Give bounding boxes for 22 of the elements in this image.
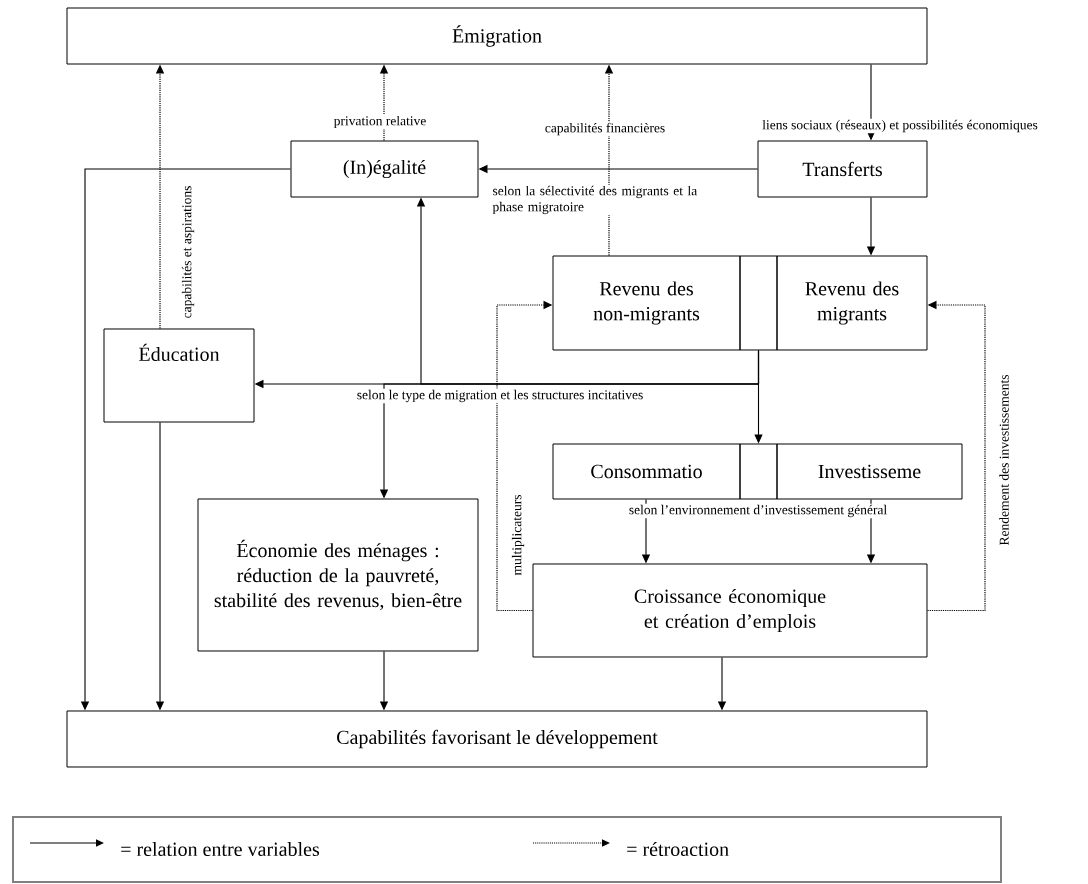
process-box: Revenu des non-migrants — [552, 255, 741, 351]
legend-text: = relation entre variables — [121, 841, 320, 856]
process-box: Revenu des migrants — [776, 255, 928, 351]
edge-label: multiplicateurs — [511, 494, 525, 576]
edge-label: capabilités financières — [545, 122, 665, 136]
legend-text: = rétroaction — [627, 841, 729, 857]
edge-label: Rendement des investissements — [999, 375, 1009, 546]
process-box: Consommatio — [552, 443, 741, 500]
process-box: Capabilités favorisant le développement — [66, 710, 928, 768]
process-box: (In)égalité — [290, 140, 479, 198]
edge-label: selon l’environnement d’investissement général — [629, 504, 887, 518]
edge-label: selon le type de migration et les structures incitatives — [357, 389, 643, 403]
edge-label: liens sociaux (réseaux) et possibilités économiques — [762, 119, 1038, 133]
edge-label: capabilités et aspirations — [181, 186, 195, 318]
process-box: Économie des ménages : réduction de la pauvreté, stabilité des revenus, bien-être — [197, 498, 479, 652]
process-box: Éducation — [103, 328, 255, 423]
edge-label: selon la sélectivité des migrants et la phase migratoire — [492, 185, 697, 215]
process-box: Investisseme — [776, 443, 963, 500]
process-box: Transferts — [757, 140, 928, 198]
edge-label: privation relative — [333, 115, 426, 129]
process-box: Croissance économique et création d’emplois — [532, 563, 928, 658]
process-box: Émigration — [66, 7, 928, 65]
